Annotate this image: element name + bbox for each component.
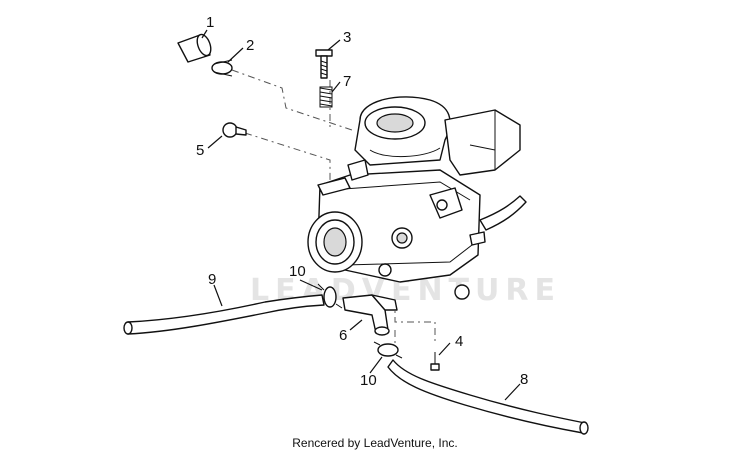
part-6-elbow-fitting xyxy=(342,294,398,336)
callout-8: 8 xyxy=(520,371,528,388)
assembly-guide-lines xyxy=(231,69,436,345)
part-5-screw xyxy=(222,122,247,138)
carburetor-body xyxy=(307,96,527,300)
part-10-clamp-lower xyxy=(373,341,403,359)
part-3-screw xyxy=(315,49,333,79)
part-1-cap xyxy=(177,33,212,63)
leader-lines xyxy=(201,29,521,401)
part-10-clamp-upper xyxy=(317,283,343,309)
callout-4: 4 xyxy=(455,333,463,350)
callout-6: 6 xyxy=(339,327,347,344)
callout-7: 7 xyxy=(343,73,351,90)
part-9-hose xyxy=(123,294,325,335)
credit-text: Rencered by LeadVenture, Inc. xyxy=(292,436,458,450)
callout-3: 3 xyxy=(343,29,351,46)
callout-1: 1 xyxy=(206,14,214,31)
part-2-clip xyxy=(211,59,233,77)
callout-10-lower: 10 xyxy=(360,372,377,389)
callout-2: 2 xyxy=(246,37,254,54)
callout-9: 9 xyxy=(208,271,216,288)
part-7-spring xyxy=(319,86,333,108)
callout-10-upper: 10 xyxy=(289,263,306,280)
part-4-screw xyxy=(430,352,440,371)
part-8-hose xyxy=(387,359,589,435)
callout-5: 5 xyxy=(196,142,204,159)
